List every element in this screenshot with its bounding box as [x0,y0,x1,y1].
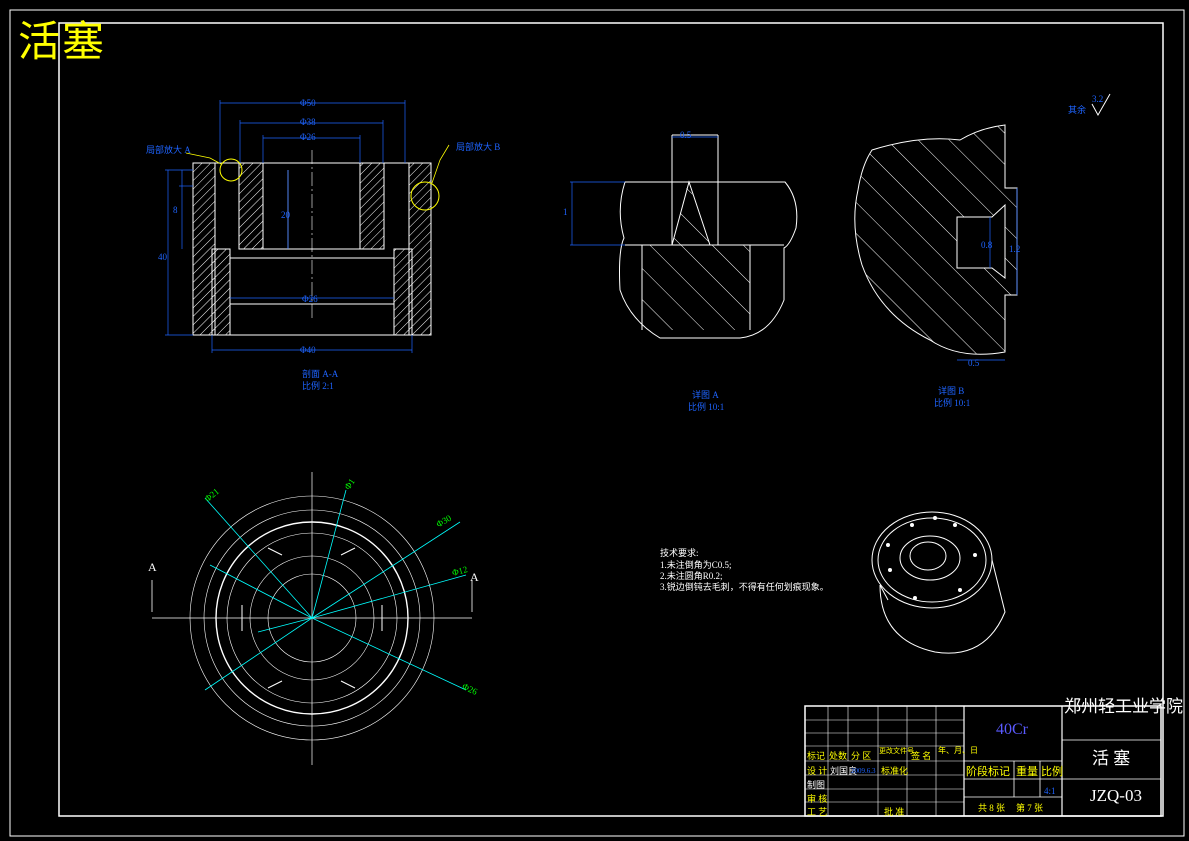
detail-b-dim-outer: 1.2 [1009,244,1021,254]
tb-sheet-no: 第 7 张 [1016,803,1044,813]
drawing-title: 活塞 [18,17,107,66]
dim-lower-bore: Φ26 [302,294,318,304]
tech-item-1: 1.未注倒角为C0.5; [660,560,732,570]
inner-left-hatch [238,162,264,250]
detail-a-circle[interactable] [219,158,243,182]
inner-border [58,22,1164,817]
tb-col-sign: 签 名 [911,751,932,761]
base-hatch-left [211,248,231,336]
tb-process-label: 工 艺 [807,807,828,817]
detail-b-label-1: 详图 B [938,386,965,396]
dim-top-outer: Φ50 [300,98,316,108]
detail-b-circle[interactable] [410,181,440,211]
detail-b-view [854,124,1018,361]
plan-view [151,472,473,765]
section-mark-right: A [470,570,479,584]
tb-approve-label: 批 准 [884,807,905,817]
tech-item-3: 3.锐边倒钝去毛刺，不得有任何划痕现象。 [660,582,829,592]
material-text: 40Cr [996,721,1028,738]
surface-finish-value: 3.2 [1092,94,1104,104]
tech-heading: 技术要求: [660,548,699,558]
title-block-grid [804,705,1162,817]
tb-col-count: 处数 [829,751,848,761]
detail-b-dim-inner: 0.8 [981,240,993,250]
iso-view [871,511,1006,654]
tb-design-label: 设 计 [807,766,828,776]
tb-col-change: 更改文件号 [879,747,914,755]
section-label-2: 比例 2:1 [302,381,334,391]
dim-height-total: 40 [158,252,167,262]
tb-date: 2009.6.3 [851,767,876,775]
tb-standard-label: 标准化 [881,766,909,776]
dim-bottom: Φ40 [300,345,316,355]
detail-a-dim-height: 1 [563,207,568,217]
section-mark-left: A [148,560,157,574]
surface-finish-label: 其余 [1068,105,1087,115]
tb-col-mark: 标记 [807,751,826,761]
detail-a-dim-width: 0.5 [680,130,692,140]
surface-finish-symbol [1091,93,1111,117]
tb-sheets: 共 8 张 [978,803,1006,813]
detail-b-label-2: 比例 10:1 [934,398,971,408]
detail-a-label-1: 详图 A [692,390,719,400]
tb-scale-label: 比例 [1041,766,1063,778]
tb-weight-label: 重量 [1016,766,1038,778]
part-name: 活 塞 [1092,749,1131,768]
inner-right-hatch [359,162,385,250]
tb-col-date: 年、月、日 [938,746,978,755]
section-view [165,100,450,353]
dim-inner-depth: 20 [281,210,290,220]
dim-top-mid: Φ38 [300,117,316,127]
tb-review-label: 审 核 [807,794,828,804]
school-name: 郑州轻工业学院 [1064,697,1183,716]
tb-col-zone: 分 区 [851,751,872,761]
outer-border [9,9,1185,837]
drawing-number: JZQ-03 [1090,786,1142,805]
dim-height-upper: 8 [173,205,178,215]
detail-b-dim-width: 0.5 [968,358,980,368]
section-label-1: 剖面 A-A [302,369,339,379]
detail-a-view [570,134,798,339]
callout-a-label: 局部放大 A [146,145,191,155]
tb-stage-label: 阶段标记 [966,766,1010,778]
base-hatch-right [393,248,413,336]
tb-designer: 刘国良 [830,766,858,776]
detail-a-label-2: 比例 10:1 [688,402,725,412]
tech-item-2: 2.未注圆角R0.2; [660,571,723,581]
tb-scale-value: 4:1 [1044,786,1056,796]
dim-top-inner: Φ26 [300,132,316,142]
callout-b-label: 局部放大 B [456,142,501,152]
tb-draw-label: 制图 [807,780,826,790]
